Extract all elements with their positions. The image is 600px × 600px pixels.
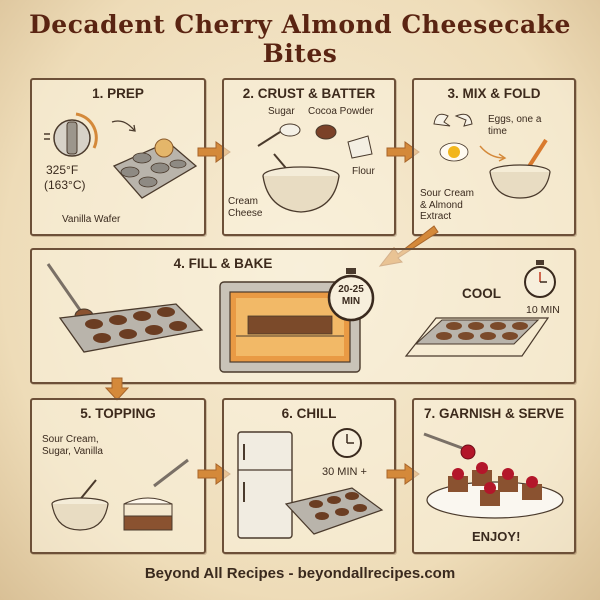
mixing-bowl-icon <box>262 153 340 213</box>
muffin-tin-icon <box>112 138 198 199</box>
fill-title: 4. FILL & BAKE <box>173 256 273 271</box>
oven-icon <box>219 281 361 373</box>
crust-cream-cheese-label: Cream Cheese <box>228 196 263 219</box>
muffin-tin-icon <box>58 303 204 353</box>
topping-ingredients-label: Sour Cream, Sugar, Vanilla <box>42 434 103 457</box>
cracked-egg-icon <box>433 113 473 162</box>
topping-title: 5. TOPPING <box>80 406 156 421</box>
panel-chill: 6. CHILL 30 MIN + <box>222 398 396 554</box>
mix-sour-cream-label: Sour Cream & Almond Extract <box>420 188 474 222</box>
cool-title: COOL <box>462 286 501 301</box>
fill-time-label: 20-25 MIN <box>338 284 364 307</box>
chill-time-label: 30 MIN + <box>322 466 367 478</box>
page-title: Decadent Cherry Almond Cheesecake Bites <box>29 10 571 68</box>
crust-title: 2. CRUST & BATTER <box>242 86 376 101</box>
flour-bag-icon <box>347 135 373 159</box>
footer-credit: Beyond All Recipes - beyondallrecipes.co… <box>144 565 456 582</box>
small-arrow-icon <box>479 145 507 162</box>
crust-cocoa-label: Cocoa Powder <box>308 106 374 117</box>
whisk-bowl-icon <box>51 479 109 531</box>
curved-arrow-icon <box>111 120 136 132</box>
timer-icon <box>524 260 556 298</box>
oven-dial-icon <box>44 112 98 157</box>
prep-temp-f: 325°F <box>46 163 79 177</box>
arrow-down-icon <box>104 377 130 401</box>
cocoa-spoon-icon <box>315 124 337 140</box>
bowl-with-spatula-icon <box>489 138 551 199</box>
panel-mix-fold: 3. MIX & FOLD Eggs, one a time Sour Crea… <box>412 78 576 236</box>
refrigerator-icon <box>237 431 293 539</box>
panel-fill-bake: 4. FILL & BAKE 20-25 MIN <box>30 248 576 384</box>
cherry-spoon-icon <box>423 432 476 460</box>
panel-crust-batter: 2. CRUST & BATTER Sugar Cocoa Powder Flo… <box>222 78 396 236</box>
mix-eggs-label: Eggs, one a time <box>488 114 542 137</box>
chill-title: 6. CHILL <box>281 406 337 421</box>
panel-garnish-serve: 7. GARNISH & SERVE ENJOY! <box>412 398 576 554</box>
cool-time-label: 10 MIN <box>526 304 560 316</box>
serving-plate-icon <box>426 462 564 519</box>
prep-wafer-label: Vanilla Wafer <box>62 214 121 225</box>
prep-temp-c: (163°C) <box>44 178 86 192</box>
sugar-spoon-icon <box>257 123 301 147</box>
clock-icon <box>332 428 362 458</box>
mix-title: 3. MIX & FOLD <box>447 86 541 101</box>
panel-prep: 1. PREP 325°F (163°C) Vanilla Wafer <box>30 78 206 236</box>
cooling-rack-icon <box>404 317 550 357</box>
prep-title: 1. PREP <box>92 86 144 101</box>
serve-enjoy-label: ENJOY! <box>472 529 521 544</box>
serve-title: 7. GARNISH & SERVE <box>423 406 565 421</box>
topped-cheesecake-icon <box>123 458 189 531</box>
crust-sugar-label: Sugar <box>268 106 295 117</box>
panel-topping: 5. TOPPING Sour Cream, Sugar, Vanilla <box>30 398 206 554</box>
stopwatch-icon <box>327 268 375 322</box>
muffin-tin-icon <box>284 487 384 535</box>
crust-flour-label: Flour <box>352 166 375 177</box>
